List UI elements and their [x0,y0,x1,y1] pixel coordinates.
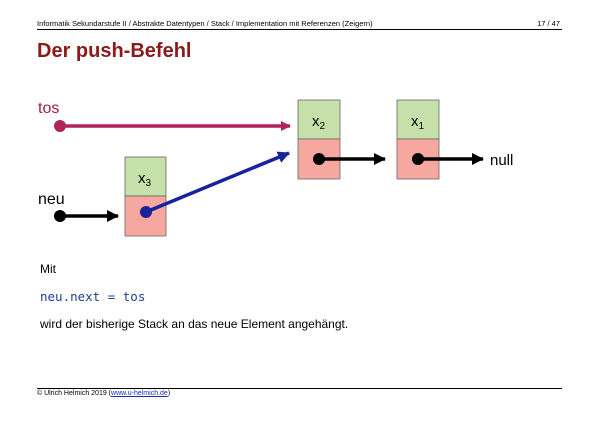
footer-divider [37,388,562,389]
tos-label: tos [38,100,59,117]
page-number: 17 / 47 [537,19,560,28]
node-x1: x1 [396,99,440,180]
slide-title: Der push-Befehl [37,40,192,62]
node-x3: x3 [124,156,167,237]
node-x3-value: x3 [138,170,152,189]
neu-label: neu [38,191,65,208]
node-x2-value: x2 [312,113,326,132]
footer: © Ulrich Helmich 2019 (www.u-helmich.de) [37,390,170,397]
node-x2-value-cell [297,99,341,140]
node-x2: x2 [297,99,341,180]
node-x3-value-cell [124,156,167,197]
header-divider [37,29,562,30]
new-link-arrow [145,151,290,214]
footer-link[interactable]: www.u-helmich.de [111,390,168,397]
footer-close: ) [167,390,171,397]
node-x1-value: x1 [411,113,425,132]
code-statement: neu.next = tos [40,289,146,304]
explanation-text: wird der bisherige Stack an das neue Ele… [40,317,349,331]
intro-text: Mit [40,262,56,276]
header-breadcrumb: Informatik Sekundarstufe II / Abstrakte … [37,19,373,28]
null-label: null [490,152,513,169]
footer-copyright: © Ulrich Helmich 2019 ( [37,390,112,397]
